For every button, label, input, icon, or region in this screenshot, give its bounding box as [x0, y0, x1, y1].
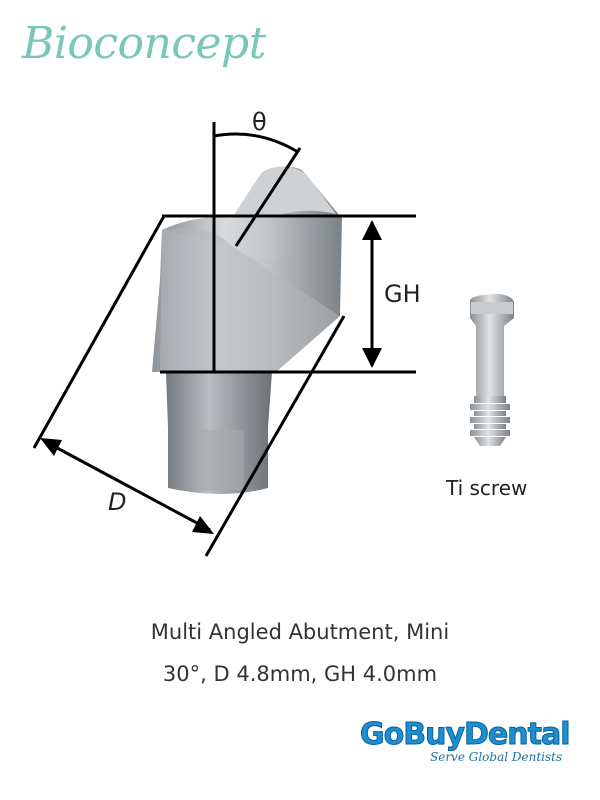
- dimension-lines: [32, 122, 416, 557]
- gobuydental-tagline: Serve Global Dentists: [430, 750, 563, 764]
- diameter-label: D: [108, 488, 127, 516]
- product-spec: 30°, D 4.8mm, GH 4.0mm: [162, 662, 438, 686]
- product-name: Multi Angled Abutment, Mini: [150, 620, 450, 644]
- angle-label: θ: [252, 108, 267, 136]
- gingival-height-label: GH: [384, 280, 421, 308]
- dimension-arrows: [40, 220, 382, 534]
- bioconcept-logo: Bioconcept: [22, 18, 266, 69]
- gobuydental-name: GoBuyDental: [360, 717, 572, 752]
- ti-screw: [470, 294, 514, 446]
- gobuydental-logo: GoBuyDental Serve Global Dentists: [360, 717, 580, 778]
- screw-caption: Ti screw: [446, 476, 528, 500]
- abutment-body: [152, 166, 342, 494]
